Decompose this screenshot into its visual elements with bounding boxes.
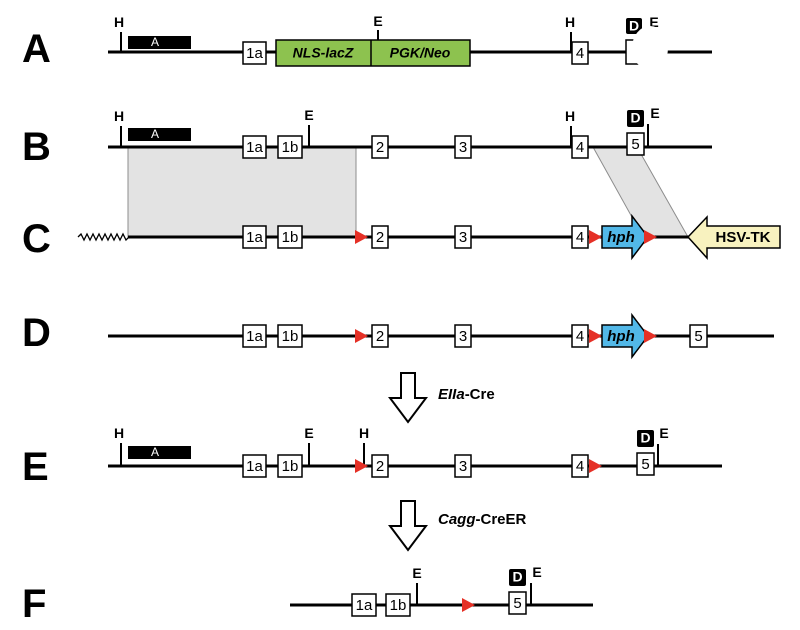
pgk-neo-label: PGK/Neo bbox=[390, 45, 451, 61]
hindiii-site-label: H bbox=[565, 14, 575, 30]
hph-label: hph bbox=[607, 328, 635, 345]
cre-step-1: EIIa-Cre bbox=[388, 372, 495, 424]
exon-1b: 1b bbox=[282, 139, 299, 156]
hph-arrow bbox=[601, 312, 649, 360]
exon-5: 5 bbox=[631, 136, 639, 153]
exon-1b: 1b bbox=[282, 458, 299, 475]
exon-1a: 1a bbox=[246, 139, 263, 156]
row-b: H A 1a 1b E 2 3 H 4 D 5 E bbox=[108, 105, 712, 159]
hph-arrow bbox=[601, 213, 649, 261]
row-label-a: A bbox=[22, 27, 51, 71]
down-arrow-icon bbox=[388, 372, 428, 424]
row-d: 1a 1b 2 3 4 hph 5 bbox=[108, 312, 774, 360]
exon-4: 4 bbox=[576, 458, 584, 475]
probe-a-label: A bbox=[151, 127, 159, 141]
nls-lacz-label: NLS-lacZ bbox=[293, 45, 354, 61]
exon-1a: 1a bbox=[246, 229, 263, 246]
row-label-c: C bbox=[22, 217, 51, 261]
exon-2: 2 bbox=[376, 139, 384, 156]
row-e: H A 1a 1b E H 2 3 4 D 5 E bbox=[108, 425, 722, 478]
exon-4: 4 bbox=[576, 139, 584, 156]
exon-5: 5 bbox=[513, 595, 521, 612]
ecori-site-label: E bbox=[659, 425, 668, 441]
probe-d-label: D bbox=[512, 569, 522, 585]
row-f: 1a 1b E D 5 E bbox=[290, 564, 593, 617]
exon-3: 3 bbox=[459, 139, 467, 156]
exon-1a: 1a bbox=[246, 45, 263, 62]
ecori-site-label: E bbox=[650, 105, 659, 121]
down-arrow-icon bbox=[388, 500, 428, 552]
row-label-d: D bbox=[22, 311, 51, 355]
step-2-label: Cagg-CreER bbox=[438, 511, 527, 528]
exon-4: 4 bbox=[576, 229, 584, 246]
exon-1b: 1b bbox=[282, 229, 299, 246]
probe-a-bar bbox=[128, 446, 191, 459]
lacz-neo-cassette bbox=[275, 39, 471, 67]
probe-d-label: D bbox=[629, 18, 639, 34]
row-label-b: B bbox=[22, 125, 51, 169]
homology-arm-5prime bbox=[127, 146, 357, 238]
exon-2: 2 bbox=[376, 458, 384, 475]
ecori-site-label: E bbox=[412, 565, 421, 581]
ecori-site-label: E bbox=[304, 107, 313, 123]
loxp-site bbox=[355, 459, 368, 473]
probe-a-label: A bbox=[151, 445, 159, 459]
loxp-site bbox=[589, 459, 602, 473]
exon-3: 3 bbox=[459, 328, 467, 345]
loxp-site bbox=[589, 329, 602, 343]
loxp-site bbox=[355, 329, 368, 343]
row-c: 1a 1b 2 3 4 hph HSV-TK bbox=[77, 213, 781, 261]
cre-step-2: Cagg-CreER bbox=[388, 500, 527, 552]
ecori-site-label: E bbox=[304, 425, 313, 441]
row-label-f: F bbox=[22, 582, 46, 626]
hsv-tk-arrow bbox=[686, 215, 781, 260]
exon-1b: 1b bbox=[390, 597, 407, 614]
exon-1a: 1a bbox=[356, 597, 373, 614]
exon-1a: 1a bbox=[246, 458, 263, 475]
hindiii-site-label: H bbox=[114, 14, 124, 30]
ecori-site-label: E bbox=[532, 564, 541, 580]
step-1-label: EIIa-Cre bbox=[438, 386, 495, 403]
exon-1a: 1a bbox=[246, 328, 263, 345]
exon-3: 3 bbox=[459, 229, 467, 246]
exon-5: 5 bbox=[641, 456, 649, 473]
hindiii-site-label: H bbox=[359, 425, 369, 441]
exon-4: 4 bbox=[576, 45, 584, 62]
hindiii-site-label: H bbox=[114, 108, 124, 124]
vector-backbone-squiggle bbox=[77, 232, 130, 242]
exon-3: 3 bbox=[459, 458, 467, 475]
probe-a-label: A bbox=[151, 35, 159, 49]
obscured-region bbox=[632, 26, 668, 70]
exon-4: 4 bbox=[576, 328, 584, 345]
probe-a-bar bbox=[128, 128, 191, 141]
hindiii-site-label: H bbox=[114, 425, 124, 441]
probe-d-label: D bbox=[630, 110, 640, 126]
probe-a-bar bbox=[128, 36, 191, 49]
exon-1b: 1b bbox=[282, 328, 299, 345]
exon-2: 2 bbox=[376, 328, 384, 345]
loxp-site bbox=[355, 230, 368, 244]
hph-label: hph bbox=[607, 229, 635, 246]
hindiii-site-label: H bbox=[565, 108, 575, 124]
probe-d-box bbox=[627, 110, 644, 127]
exon-5: 5 bbox=[694, 328, 702, 345]
probe-d-box bbox=[626, 18, 642, 34]
loxp-site bbox=[644, 329, 657, 343]
probe-d-box bbox=[509, 569, 526, 586]
loxp-site bbox=[589, 230, 602, 244]
loxp-site bbox=[644, 230, 657, 244]
loxp-site bbox=[462, 598, 475, 612]
ecori-site-label: E bbox=[373, 13, 382, 29]
probe-d-box bbox=[637, 430, 654, 447]
homology-arm-3prime bbox=[592, 146, 689, 238]
row-label-e: E bbox=[22, 445, 49, 489]
ecori-site-label: E bbox=[649, 14, 658, 30]
row-a: H A 1a NLS-lacZ PGK/Neo E H 4 D E bbox=[108, 13, 712, 70]
exon-2: 2 bbox=[376, 229, 384, 246]
probe-d-label: D bbox=[640, 430, 650, 446]
hsv-tk-label: HSV-TK bbox=[715, 229, 770, 246]
